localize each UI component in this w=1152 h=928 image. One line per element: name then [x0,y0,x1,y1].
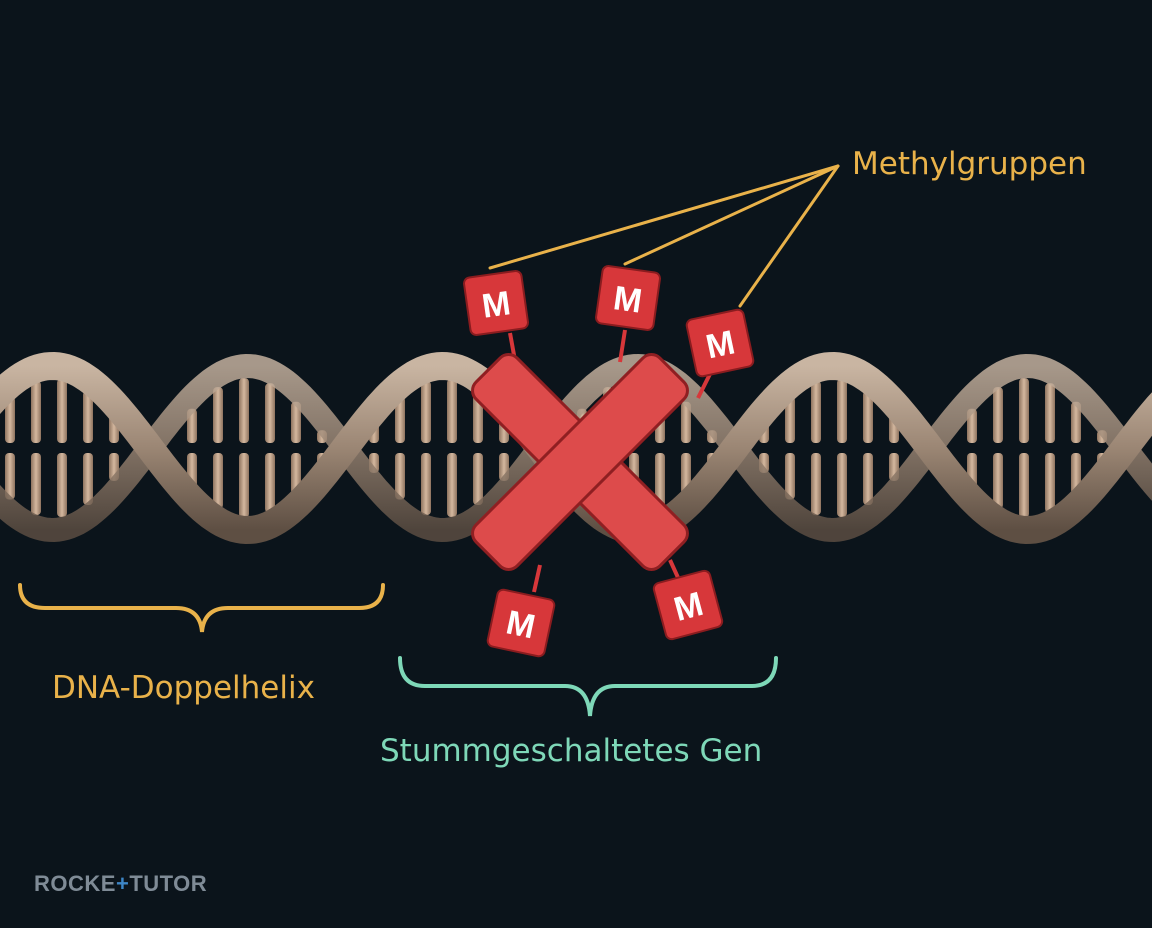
pointer-line [623,164,840,266]
base-pair-rung [421,380,431,443]
base-pair-rung [863,453,873,505]
base-pair-rung [31,380,41,443]
base-pair-rung [5,453,15,500]
methyl-tag-stems [508,329,712,593]
dna-helix-brace [18,583,385,633]
base-pair-rung [265,383,275,443]
base-pair-rung [395,396,405,443]
base-pair-rung [1045,383,1055,443]
base-pair-rung [447,453,457,517]
base-pair-rung [395,453,405,500]
base-pair-rung [1019,378,1029,443]
base-pair-rung [213,387,223,443]
base-pair-rung [31,453,41,516]
base-pair-rung [993,453,1003,509]
base-pair-rung [785,453,795,500]
base-pair-rung [837,453,847,517]
methyl-tag-icon: M [652,569,724,641]
silenced-gene-brace [398,656,778,717]
base-pair-rung [1071,401,1081,443]
base-pair-rung [785,396,795,443]
base-pair-rung [447,379,457,443]
base-pair-rung [863,391,873,443]
base-pair-rung [681,401,691,443]
base-pair-rung [5,396,15,443]
methyl-tag-icon: M [595,265,661,331]
methyl-tag-icon: M [463,270,529,336]
logo-plus: + [115,871,130,896]
base-pair-rung [811,380,821,443]
logo-part-2: TUTOR [129,871,208,896]
base-pair-rung [265,453,275,513]
logo-part-1: ROCKE [34,871,116,896]
methyl-tag-label: M [480,284,513,326]
base-pair-rung [993,387,1003,443]
methyl-tag-icon: M [685,308,755,378]
base-pair-rung [1045,453,1055,513]
silenced-gene-label: Stummgeschaltetes Gen [380,733,763,769]
base-pair-rung [811,453,821,516]
dna-back-strand [0,353,1152,543]
base-pair-rung [83,391,93,443]
base-pair-rung [57,379,67,443]
pointer-line [738,164,840,308]
base-pair-rung [837,379,847,443]
methyl-tag-label: M [611,279,644,321]
base-pair-rung [239,378,249,443]
base-pair-rung [1019,453,1029,518]
base-pair-rung [291,401,301,443]
base-pair-rung [213,453,223,509]
red-x-icon [471,353,689,571]
logo: ROCKE+TUTOR [34,871,207,897]
pointer-line [488,164,840,270]
base-pair-rung [421,453,431,516]
dna-helix-label: DNA-Doppelhelix [52,670,315,706]
base-pair-rung [83,453,93,505]
base-pair-rung [473,453,483,505]
methyl-pointer-lines [488,164,840,308]
base-pair-rung [57,453,67,517]
base-pair-rung [239,453,249,518]
methyl-tag-icon: M [486,588,556,658]
methyl-groups-label: Methylgruppen [852,146,1087,182]
